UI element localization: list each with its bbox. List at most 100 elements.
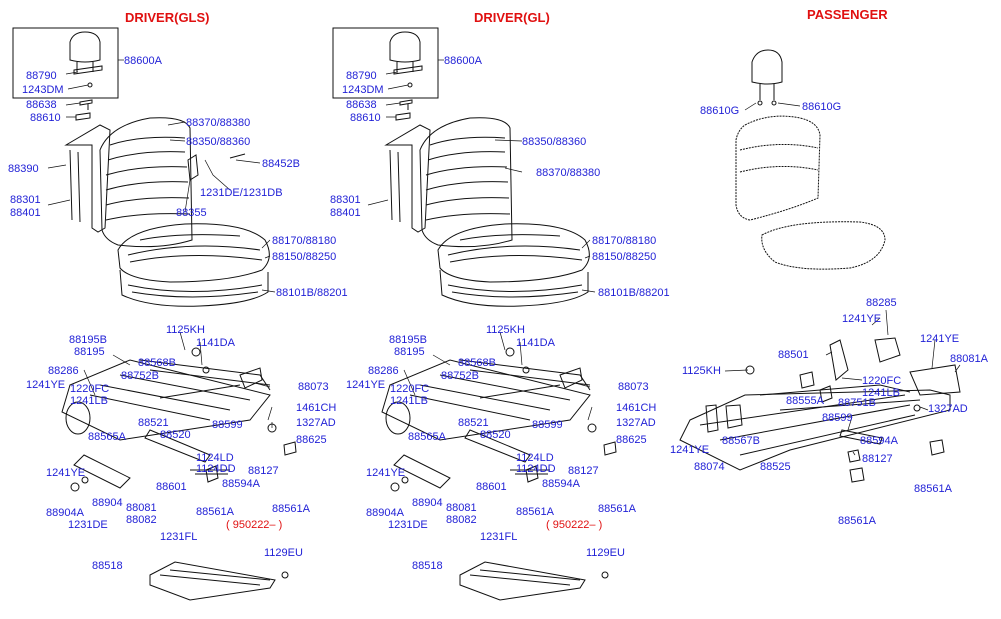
label-88599-p: 88599: [822, 412, 853, 424]
label-1241YE-a: 1241YE: [26, 379, 65, 391]
label-88082: 88082: [126, 514, 157, 526]
label-88565A: 88565A: [88, 431, 127, 443]
seat-back-passenger: [735, 115, 821, 221]
label-88610G-b: 88610G: [802, 101, 841, 113]
label-88350-88360-gl: 88350/88360: [522, 136, 586, 148]
label-88599: 88599: [212, 419, 243, 431]
label-88370-88380: 88370/88380: [186, 117, 250, 129]
label-88525: 88525: [760, 461, 791, 473]
label-88350-88360: 88350/88360: [186, 136, 250, 148]
label-88195: 88195: [74, 346, 105, 358]
label-88601: 88601: [156, 481, 187, 493]
label-1461CH-gl: 1461CH: [616, 402, 656, 414]
label-88520-gl: 88520: [480, 429, 511, 441]
label-1124DD-gl: 1124DD: [516, 463, 556, 475]
headrest-passenger: [751, 49, 783, 85]
headrest: [69, 31, 101, 63]
label-88594A-p: 88594A: [860, 435, 899, 447]
label-88518: 88518: [92, 560, 123, 572]
track-assembly-passenger: [679, 389, 951, 471]
label-88170-88180-gl: 88170/88180: [592, 235, 656, 247]
label-88601-gl: 88601: [476, 481, 507, 493]
label-1124LD: 1124LD: [196, 452, 234, 464]
label-88904A-gl: 88904A: [366, 507, 405, 519]
seat-track-assembly: [61, 359, 271, 441]
label-88904-gl: 88904: [412, 497, 443, 509]
label-1241YE-gl-a: 1241YE: [346, 379, 385, 391]
label-1125KH: 1125KH: [166, 324, 205, 336]
label-88568B-gl: 88568B: [458, 357, 496, 369]
label-1231FL-gl: 1231FL: [480, 531, 517, 543]
label-88285: 88285: [866, 297, 897, 309]
label-88150-88250-gl: 88150/88250: [592, 251, 656, 263]
seat-cushion-passenger: [761, 221, 886, 270]
label-88127-gl: 88127: [568, 465, 599, 477]
label-88904: 88904: [92, 497, 123, 509]
label-88082-gl: 88082: [446, 514, 477, 526]
label-88452B: 88452B: [262, 158, 300, 170]
label-88520: 88520: [160, 429, 191, 441]
label-1220FC-gl: 1220FC: [390, 383, 429, 395]
label-88401-gl: 88401: [330, 207, 361, 219]
label-88074: 88074: [694, 461, 725, 473]
label-88286-gl: 88286: [368, 365, 399, 377]
label-88561A-p-a: 88561A: [914, 483, 953, 495]
label-1327AD-p: 1327AD: [928, 403, 968, 415]
label-1220FC-p: 1220FC: [862, 375, 901, 387]
label-88195B: 88195B: [69, 334, 107, 346]
label-88610G-a: 88610G: [700, 105, 739, 117]
label-88518-gl: 88518: [412, 560, 443, 572]
label-1141DA-gl: 1141DA: [516, 337, 556, 349]
label-88752B-gl: 88752B: [441, 370, 479, 382]
label-88555A: 88555A: [786, 395, 825, 407]
label-88561A-gl-a: 88561A: [516, 506, 555, 518]
label-88904A: 88904A: [46, 507, 85, 519]
label-88101B-88201: 88101B/88201: [276, 287, 348, 299]
label-88638-gl: 88638: [346, 99, 377, 111]
label-1125KH-gl: 1125KH: [486, 324, 525, 336]
slide-rail: [149, 561, 276, 601]
label-88127-p: 88127: [862, 453, 893, 465]
label-88081-gl: 88081: [446, 502, 477, 514]
label-88081A: 88081A: [950, 353, 989, 365]
label-88127: 88127: [248, 465, 279, 477]
label-88073: 88073: [298, 381, 329, 393]
label-1141DA: 1141DA: [196, 337, 236, 349]
label-88594A: 88594A: [222, 478, 261, 490]
label-1327AD-gl: 1327AD: [616, 417, 656, 429]
label-1241LB-gl: 1241LB: [390, 395, 428, 407]
label-88301-gl: 88301: [330, 194, 361, 206]
label-1124DD: 1124DD: [196, 463, 236, 475]
seat-frame: [119, 269, 269, 307]
header-driver-gls: DRIVER(GLS): [125, 10, 210, 25]
header-passenger: PASSENGER: [807, 7, 888, 22]
label-88150-88250: 88150/88250: [272, 251, 336, 263]
label-88073-gl: 88073: [618, 381, 649, 393]
label-1241YE-p-b: 1241YE: [920, 333, 959, 345]
label-88521-gl: 88521: [458, 417, 489, 429]
note-date-gl: ( 950222– ): [546, 519, 602, 531]
label-1231DE-1231DB: 1231DE/1231DB: [200, 187, 283, 199]
label-88751B: 88751B: [838, 397, 876, 409]
label-88561A-gl-b: 88561A: [598, 503, 637, 515]
label-1220FC: 1220FC: [70, 383, 109, 395]
label-88600A-gl: 88600A: [444, 55, 483, 67]
label-88501: 88501: [778, 349, 809, 361]
header-driver-gl: DRIVER(GL): [474, 10, 550, 25]
label-1231FL: 1231FL: [160, 531, 197, 543]
label-88638: 88638: [26, 99, 57, 111]
label-1124LD-gl: 1124LD: [516, 452, 554, 464]
label-1129EU-gl: 1129EU: [586, 547, 625, 559]
label-88625-gl: 88625: [616, 434, 647, 446]
seat-cushion: [117, 223, 270, 283]
passenger-drawing: [679, 49, 961, 483]
label-88610: 88610: [30, 112, 61, 124]
label-1241YE-b: 1241YE: [46, 467, 85, 479]
label-88355: 88355: [176, 207, 207, 219]
label-1241YE-gl-b: 1241YE: [366, 467, 405, 479]
label-88568B: 88568B: [138, 357, 176, 369]
label-88610-gl: 88610: [350, 112, 381, 124]
label-88561A-p-b: 88561A: [838, 515, 877, 527]
